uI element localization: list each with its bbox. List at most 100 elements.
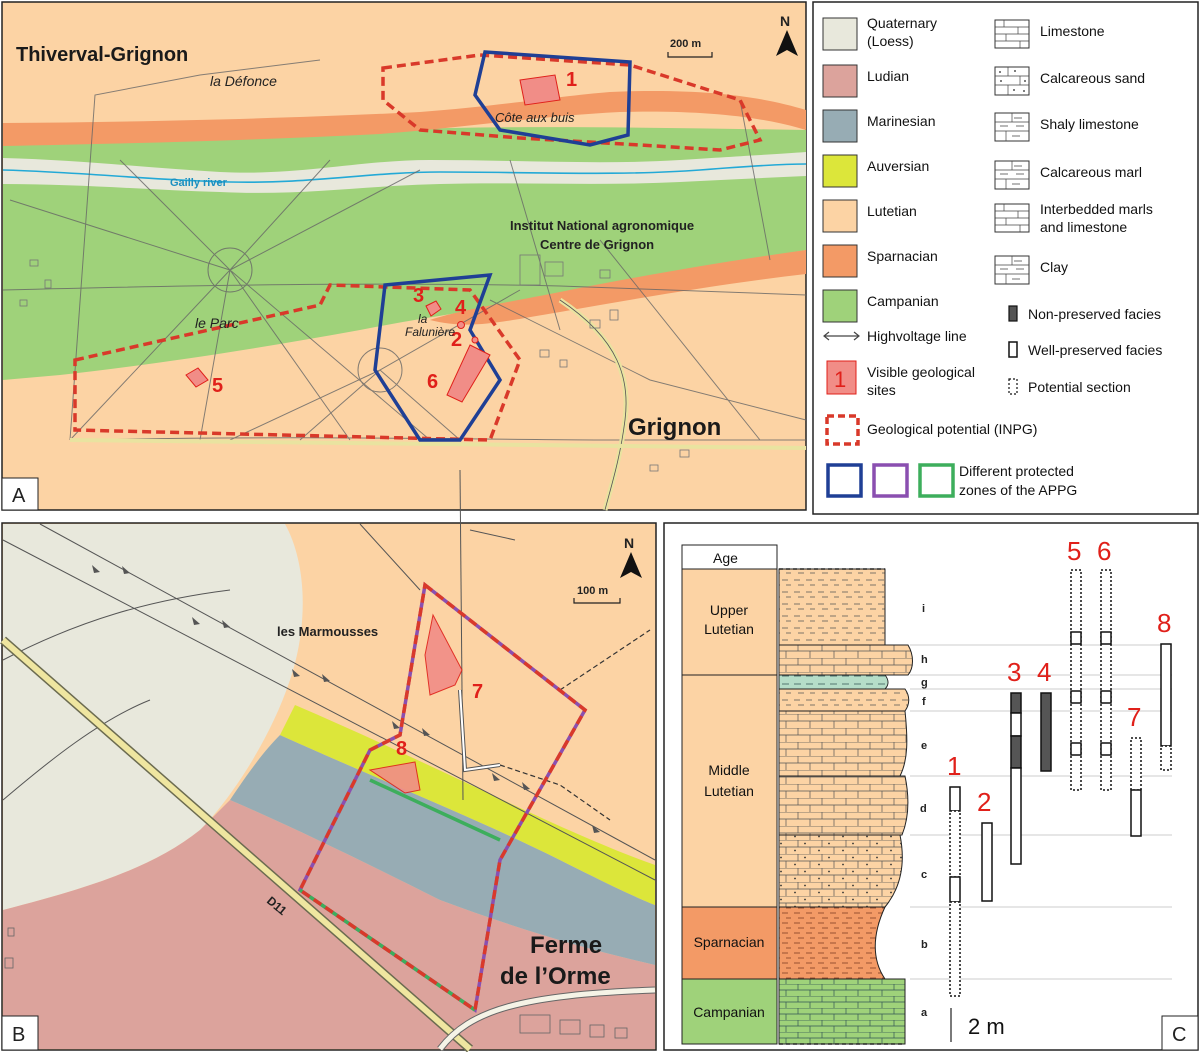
north-arrow-b-icon [620,552,642,578]
site-6-label: 6 [427,371,438,393]
unit-e: e [921,740,927,752]
site-5-label: 5 [212,375,223,397]
legend-label-lutetian-0: Lutetian [867,203,917,219]
legend-facies-potential: Potential section [1028,379,1131,395]
map-panel-a: 1 2 3 4 5 6 Thiverval-Grignon Grignon la… [1,1,807,511]
section-label-7: 7 [1127,702,1141,732]
legend-label-quaternary-0: Quaternary [867,15,937,31]
stratigraphic-column-panel: Age Upper Lutetian Middle Lutetian Sparn… [663,522,1199,1051]
town-thiverval-grignon: Thiverval-Grignon [16,44,188,66]
legend-lith-label-5-0: Clay [1040,259,1068,275]
legend-protected-line1: Different protected [959,463,1074,479]
legend-swatch-campanian [822,289,858,323]
age-upper-lutetian-line1: Upper [710,602,748,618]
legend-highvoltage-label: Highvoltage line [867,328,967,344]
legend-label-auversian-0: Auversian [867,158,929,174]
legend-swatch-marinesian [822,109,858,143]
age-campanian: Campanian [693,1004,765,1020]
age-middle-lutetian-line2: Lutetian [704,783,754,799]
site-3-label: 3 [413,285,424,307]
institute-label-line1: Institut National agronomique [510,218,694,233]
place-cote-aux-buis: Côte aux buis [495,110,575,125]
scale-bar-b [573,598,621,604]
legend-label-marinesian-0: Marinesian [867,113,935,129]
legend-swatch-lutetian [822,199,858,233]
scale-bar-a [667,52,713,58]
legend-site-symbol: 1 [834,367,846,392]
legend-lith-label-4-0: Interbedded marls [1040,201,1153,217]
legend: Quaternary (Loess) LudianMarinesianAuversi… [812,1,1199,515]
site-1-label: 1 [566,69,577,91]
legend-lith-label-3-0: Calcareous marl [1040,164,1142,180]
site-2-label: 2 [451,329,462,351]
legend-visible-sites-line2: sites [867,382,896,398]
legend-swatch-sparnacian [822,244,858,278]
legend-label-ludian-0: Ludian [867,68,909,84]
north-arrow-icon [776,30,798,56]
section-label-8: 8 [1157,608,1171,638]
legend-visible-sites-line1: Visible geological [867,364,975,380]
legend-label-quaternary-1: (Loess) [867,33,914,49]
legend-swatch-auversian [822,154,858,188]
legend-lith-label-2-0: Shaly limestone [1040,116,1139,132]
site-4-label: 4 [455,297,467,319]
panel-letter-a: A [12,485,26,507]
farm-label-line2: de l’Orme [500,963,611,990]
legend-protected-line2: zones of the APPG [959,482,1077,498]
facies-legend: Non-preserved facies Well-preserved faci… [1008,305,1162,395]
highvoltage-legend: Highvoltage line [823,328,967,344]
section-label-1: 1 [947,751,961,781]
visible-sites-legend: 1 Visible geological sites [826,360,975,398]
legend-potential-label: Geological potential (INPG) [867,421,1037,437]
river-label: Gailly river [170,177,228,189]
unit-f: f [922,696,926,708]
map-panel-b: 7 8 les Marmousses D11 Ferme de l’Orme 1… [0,469,657,1053]
north-label-b: N [624,535,634,551]
legend-lith-label-1-0: Calcareous sand [1040,70,1145,86]
unit-d: d [920,803,927,815]
legend-lith-label-4-1: and limestone [1040,219,1127,235]
unit-g: g [921,677,928,689]
legend-facies-non-preserved: Non-preserved facies [1028,306,1161,322]
place-la: la [418,312,428,326]
scale-label-b: 100 m [577,585,608,597]
age-middle-lutetian-line1: Middle [708,762,749,778]
unit-h: h [921,654,928,666]
north-label-a: N [780,13,790,29]
place-le-parc: le Parc [195,315,239,331]
age-header: Age [713,550,738,566]
scale-label-c: 2 m [968,1014,1005,1039]
legend-label-sparnacian-0: Sparnacian [867,248,938,264]
unit-c: c [921,869,927,881]
section-label-2: 2 [977,787,991,817]
unit-b: b [921,939,928,951]
section-label-6: 6 [1097,536,1111,566]
legend-lith-label-0-0: Limestone [1040,23,1105,39]
panel-letter-c: C [1172,1024,1186,1046]
unit-i: i [922,603,925,615]
legend-swatch-quaternary [822,17,858,51]
potential-legend: Geological potential (INPG) [825,414,1037,446]
place-les-marmousses: les Marmousses [277,624,378,639]
legend-facies-well-preserved: Well-preserved facies [1028,342,1162,358]
age-upper-lutetian-line2: Lutetian [704,621,754,637]
unit-a: a [921,1007,928,1019]
farm-label-line1: Ferme [530,932,602,959]
highvoltage-arrows [92,565,600,833]
panel-letter-b: B [12,1024,25,1046]
section-label-3: 3 [1007,657,1021,687]
place-faluniere: Falunière [405,325,455,339]
legend-swatch-ludian [822,64,858,98]
protected-zones-legend: Different protected zones of the APPG [826,463,1077,498]
place-la-defonce: la Défonce [210,73,277,89]
town-grignon: Grignon [628,414,721,441]
section-label-5: 5 [1067,536,1081,566]
legend-label-campanian-0: Campanian [867,293,939,309]
scale-label-a: 200 m [670,38,701,50]
site-7-label: 7 [472,681,483,703]
site-8-label: 8 [396,738,407,760]
institute-label-line2: Centre de Grignon [540,237,654,252]
section-label-4: 4 [1037,657,1051,687]
age-sparnacian: Sparnacian [694,934,765,950]
